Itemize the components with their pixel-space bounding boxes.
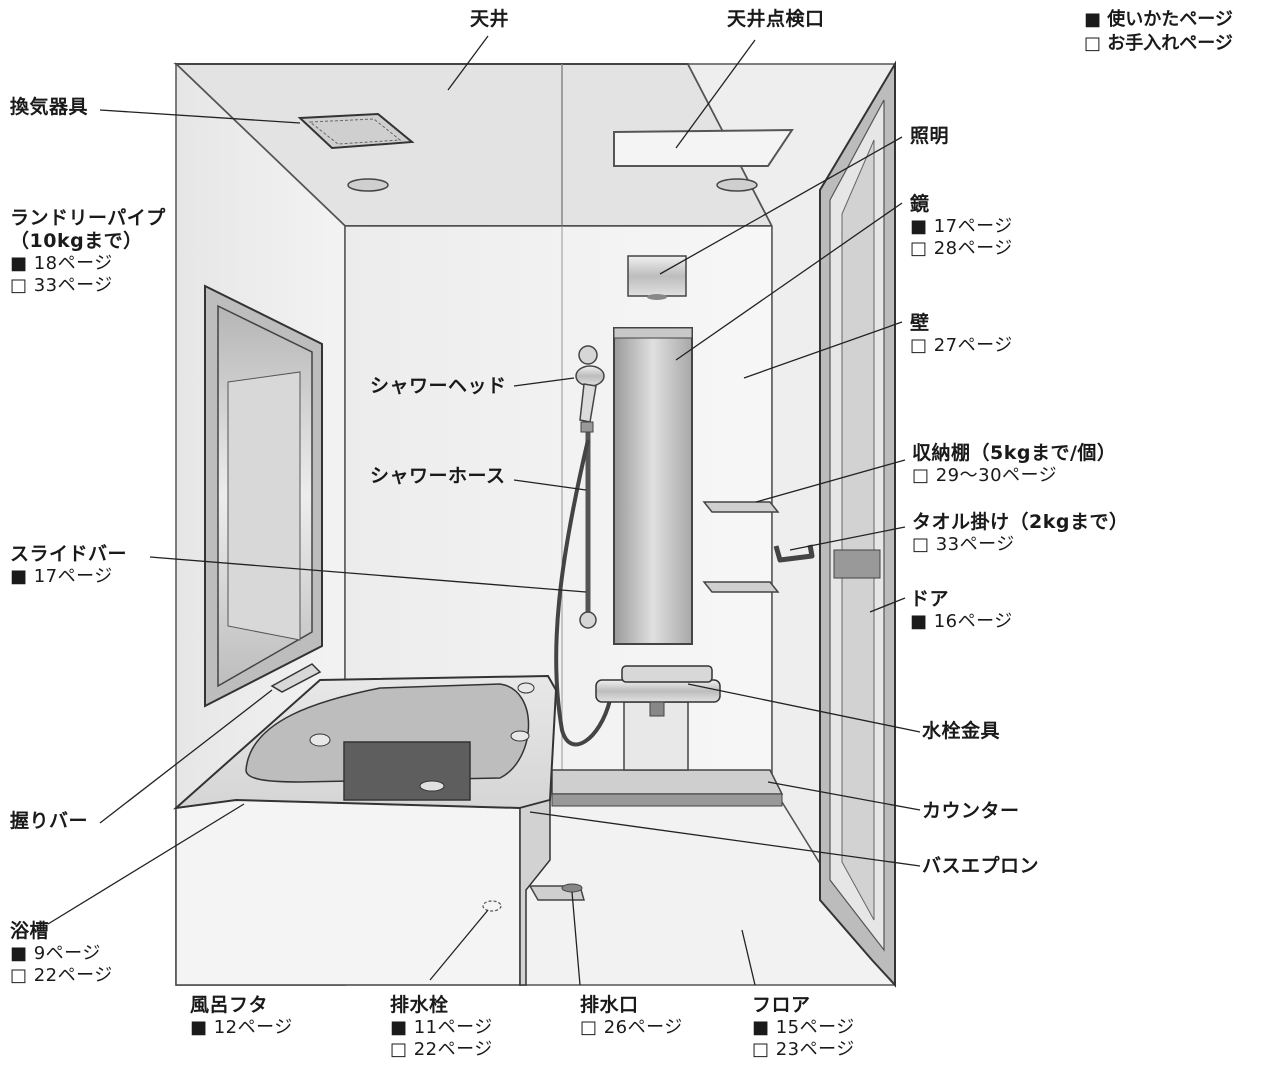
door-shape <box>819 60 896 988</box>
bathtub-name: 浴槽 <box>10 920 50 942</box>
ventilation-name: 換気器具 <box>10 96 89 118</box>
apron-shape <box>519 799 551 986</box>
laundry-pipe-ref-usage: 18ページ <box>10 253 166 275</box>
bathtub-shape <box>172 674 558 986</box>
mirror-shape <box>613 327 693 645</box>
label-bathtub: 浴槽 9ページ 22ページ <box>10 920 113 987</box>
drain-outlet-shape <box>528 883 585 901</box>
label-bath-cover: 風呂フタ 12ページ <box>190 994 293 1039</box>
bath-cover-ref-usage: 12ページ <box>190 1017 293 1039</box>
shelf-ref-care: 29～30ページ <box>912 465 1116 487</box>
label-slide-bar: スライドバー 17ページ <box>10 543 127 588</box>
label-mirror: 鏡 17ページ 28ページ <box>910 193 1013 260</box>
drain-plug-ref-usage: 11ページ <box>390 1017 493 1039</box>
label-wall: 壁 27ページ <box>910 312 1013 357</box>
label-lighting: 照明 <box>910 125 949 148</box>
label-ceiling: 天井 <box>470 8 509 31</box>
label-shower-hose: シャワーホース <box>370 465 506 488</box>
label-laundry-pipe: ランドリーパイプ （10kgまで） 18ページ 33ページ <box>10 207 166 297</box>
door-name: ドア <box>910 588 950 610</box>
label-floor: フロア 15ページ 23ページ <box>752 994 855 1061</box>
wall-light <box>627 255 687 300</box>
drain-outlet-name: 排水口 <box>580 994 639 1016</box>
legend-usage: ■ 使いかたページ <box>1084 9 1233 30</box>
door-ref-usage: 16ページ <box>910 611 1013 633</box>
label-towel-bar: タオル掛け（2kgまで） 33ページ <box>912 511 1128 556</box>
bathtub-ref-care: 22ページ <box>10 965 113 987</box>
label-faucet: 水栓金具 <box>922 720 1000 743</box>
wall-ref-care: 27ページ <box>910 335 1013 357</box>
bathtub-ref-usage: 9ページ <box>10 943 113 965</box>
downlight-right <box>716 178 758 192</box>
mirror-ref-usage: 17ページ <box>910 216 1013 238</box>
label-ceiling-hatch: 天井点検口 <box>727 8 825 31</box>
apron-name: バスエプロン <box>922 855 1040 877</box>
drain-plug-ref-care: 22ページ <box>390 1039 493 1061</box>
laundry-pipe-ref-care: 33ページ <box>10 275 166 297</box>
label-counter: カウンター <box>922 800 1020 823</box>
floor-ref-usage: 15ページ <box>752 1017 855 1039</box>
label-ventilation: 換気器具 <box>10 96 88 119</box>
label-door: ドア 16ページ <box>910 588 1013 633</box>
faucet-shape <box>595 665 721 771</box>
label-shelf: 収納棚（5kgまで/個） 29～30ページ <box>912 442 1116 487</box>
ceiling-name: 天井 <box>470 8 510 30</box>
towel-bar-name: タオル掛け（2kgまで） <box>912 511 1129 533</box>
label-shower-head: シャワーヘッド <box>370 375 507 398</box>
grab-bar-shape <box>270 663 322 693</box>
legend-care: □ お手入れページ <box>1084 32 1233 54</box>
shower-hose-name: シャワーホース <box>370 465 506 487</box>
wall-name: 壁 <box>910 312 930 334</box>
slide-bar-ref-usage: 17ページ <box>10 566 127 588</box>
drain-outlet-ref-care: 26ページ <box>580 1017 683 1039</box>
grab-bar-name: 握りバー <box>10 810 89 832</box>
ventilation-fan <box>297 112 415 150</box>
window-shape <box>204 284 323 708</box>
faucet-name: 水栓金具 <box>922 720 1001 742</box>
label-drain-outlet: 排水口 26ページ <box>580 994 683 1039</box>
mirror-name: 鏡 <box>910 193 930 215</box>
counter-name: カウンター <box>922 800 1020 822</box>
towel-bar-shape <box>773 544 815 563</box>
label-apron: バスエプロン <box>922 855 1039 878</box>
ceiling-hatch <box>613 128 794 167</box>
drain-plug-name: 排水栓 <box>390 994 449 1016</box>
legend: ■ 使いかたページ □ お手入れページ <box>1084 8 1233 56</box>
shelves <box>702 501 780 593</box>
shower-assembly <box>554 345 612 747</box>
counter-shape <box>551 769 784 807</box>
drain-plug-shape <box>482 900 502 912</box>
floor-ref-care: 23ページ <box>752 1039 855 1061</box>
label-grab-bar: 握りバー <box>10 810 88 833</box>
downlight-left <box>347 178 389 192</box>
laundry-pipe-sub: （10kgまで） <box>10 230 143 253</box>
laundry-pipe-name: ランドリーパイプ <box>10 207 166 229</box>
lighting-name: 照明 <box>910 125 950 147</box>
slide-bar-name: スライドバー <box>10 543 128 565</box>
towel-bar-ref-care: 33ページ <box>912 534 1128 556</box>
leader-lines <box>47 35 921 986</box>
mirror-ref-care: 28ページ <box>910 238 1013 260</box>
floor-name: フロア <box>752 994 811 1016</box>
shower-head-name: シャワーヘッド <box>370 375 507 397</box>
ceiling-hatch-name: 天井点検口 <box>727 8 825 30</box>
label-drain-plug: 排水栓 11ページ 22ページ <box>390 994 493 1061</box>
bath-cover-name: 風呂フタ <box>190 994 269 1016</box>
shelf-name: 収納棚（5kgまで/個） <box>912 442 1117 464</box>
